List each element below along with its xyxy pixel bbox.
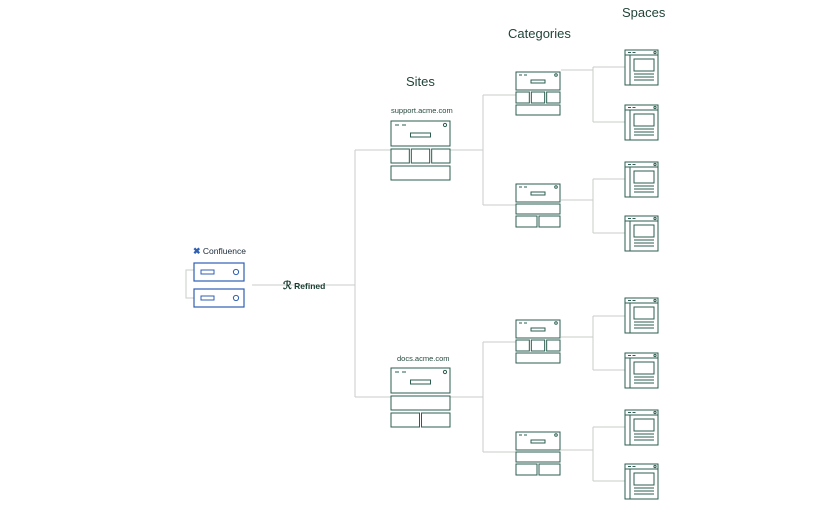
connector-lines: [185, 66, 625, 482]
window-control: [554, 73, 558, 77]
categories-heading: Categories: [508, 26, 571, 41]
site-row: [390, 395, 451, 411]
window-bar: [530, 327, 546, 332]
window-bar: [530, 79, 546, 84]
window-control: [653, 298, 657, 303]
site-tile: [390, 148, 410, 164]
window-control: [653, 216, 657, 221]
space-page-icon: [624, 352, 659, 389]
category-row: [515, 451, 561, 463]
category-tile: [530, 339, 546, 352]
category-tile: [538, 463, 561, 476]
page-content-block: [633, 170, 655, 184]
page-content-block: [633, 224, 655, 238]
window-control: [653, 50, 657, 55]
category-tile: [515, 91, 530, 104]
window-bar: [530, 439, 546, 444]
site-support-window: [390, 120, 451, 181]
category-tile: [546, 91, 561, 104]
page-content-block: [633, 361, 655, 375]
window-control: [653, 410, 657, 415]
space-page-icon: [624, 463, 659, 500]
site-label-support: support.acme.com: [391, 106, 453, 115]
window-control: [554, 321, 558, 325]
page-content-block: [633, 58, 655, 72]
server-light: [232, 268, 240, 276]
site-tile: [421, 412, 451, 428]
diagram-nodes: [193, 49, 659, 500]
site-footer: [390, 165, 451, 181]
category-row: [515, 203, 561, 215]
category-footer: [515, 352, 561, 364]
category-tile: [546, 339, 561, 352]
space-page-icon: [624, 297, 659, 334]
category-tile: [515, 215, 538, 228]
server-slot: [200, 269, 215, 275]
confluence-label: ✖ Confluence: [193, 246, 246, 257]
sites-heading: Sites: [406, 74, 435, 89]
window-control: [653, 162, 657, 167]
confluence-servers: [193, 262, 245, 308]
window-bar: [530, 191, 546, 196]
confluence-icon: ✖: [193, 246, 201, 256]
window-control: [554, 433, 558, 437]
space-page-icon: [624, 215, 659, 252]
category-window: [515, 71, 561, 116]
refined-logo-icon: ℛ: [283, 280, 292, 292]
category-tile: [538, 215, 561, 228]
category-window: [515, 183, 561, 228]
space-page-icon: [624, 104, 659, 141]
spaces-heading: Spaces: [622, 5, 666, 20]
window-control: [653, 353, 657, 358]
window-bar: [410, 379, 431, 385]
window-bar: [410, 132, 431, 138]
space-page-icon: [624, 161, 659, 198]
space-page-icon: [624, 409, 659, 446]
page-content-block: [633, 472, 655, 486]
page-content-block: [633, 418, 655, 432]
site-tile: [431, 148, 451, 164]
refined-logo: ℛ Refined: [283, 279, 325, 292]
page-content-block: [633, 306, 655, 320]
window-control: [653, 105, 657, 110]
window-control: [442, 122, 448, 128]
category-tile: [515, 339, 530, 352]
site-docs-window: [390, 367, 451, 428]
server-box: [193, 288, 245, 308]
site-tile: [410, 148, 431, 164]
window-control: [653, 464, 657, 469]
category-tile: [530, 91, 546, 104]
space-page-icon: [624, 49, 659, 86]
category-footer: [515, 104, 561, 116]
server-box: [193, 262, 245, 282]
server-slot: [200, 295, 215, 301]
refined-logo-text: Refined: [294, 281, 326, 291]
window-control: [554, 185, 558, 189]
server-light: [232, 294, 240, 302]
window-control: [442, 369, 448, 375]
category-window: [515, 319, 561, 364]
site-label-docs: docs.acme.com: [397, 354, 450, 363]
category-tile: [515, 463, 538, 476]
site-tile: [390, 412, 420, 428]
connector-server-link: [185, 269, 195, 299]
category-window: [515, 431, 561, 476]
page-content-block: [633, 113, 655, 127]
confluence-label-text: Confluence: [202, 246, 246, 256]
